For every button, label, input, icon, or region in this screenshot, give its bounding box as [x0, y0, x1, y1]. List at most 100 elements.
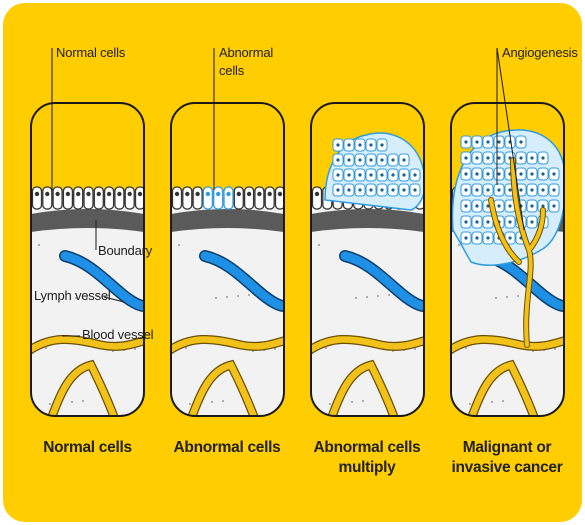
tumor-cell-nucleus	[464, 188, 467, 191]
tissue-dot	[215, 297, 217, 299]
angiogenesis-label: Angiogenesis	[502, 45, 578, 60]
cell-nucleus	[55, 192, 59, 196]
cell-nucleus	[107, 192, 111, 196]
tumor-cell-nucleus	[552, 204, 555, 207]
tumor-cell-nucleus	[541, 188, 544, 191]
tumor-cell-nucleus	[508, 188, 511, 191]
tissue-dot	[414, 348, 416, 350]
tumor-cell-nucleus	[486, 156, 489, 159]
tumor-cell-nucleus	[541, 156, 544, 159]
tissue-dot	[366, 296, 368, 298]
tumor-cell-nucleus	[369, 158, 372, 161]
cell-nucleus	[257, 192, 261, 196]
tumor-cell-nucleus	[358, 143, 361, 146]
panel-3-content	[307, 133, 439, 425]
cell-nucleus	[226, 192, 230, 196]
normal-cell	[115, 187, 124, 209]
panel-4-caption: Malignant or invasive cancer	[437, 438, 577, 478]
tumor-cell-nucleus	[497, 188, 500, 191]
tissue-dot	[134, 348, 136, 350]
cell-nucleus	[86, 192, 90, 196]
cell-nucleus	[237, 192, 241, 196]
abnormal-cells-label-line2: cells	[219, 63, 244, 78]
tumor-cell-nucleus	[391, 173, 394, 176]
tumor-cell-nucleus	[475, 204, 478, 207]
tissue-dot	[329, 403, 331, 405]
normal-cell	[105, 187, 114, 209]
cell-nucleus	[268, 192, 272, 196]
normal-cell	[53, 187, 62, 209]
blood-vessel-label: Blood vessel	[82, 327, 153, 342]
tissue-dot	[355, 297, 357, 299]
tumor-cell-nucleus	[358, 173, 361, 176]
tumor-cell-nucleus	[475, 220, 478, 223]
abnormal-cell	[214, 187, 223, 209]
tumor-cell-nucleus	[497, 156, 500, 159]
boundary-label: Boundary	[98, 243, 152, 258]
cell-nucleus	[216, 192, 220, 196]
abnormal-cell	[203, 187, 212, 209]
normal-cells-label: Normal cells	[56, 45, 125, 60]
tumor-cell-nucleus	[475, 156, 478, 159]
cell-nucleus	[35, 192, 39, 196]
normal-cell	[173, 187, 182, 209]
tumor-cell-nucleus	[391, 188, 394, 191]
tissue-dot	[189, 403, 191, 405]
panel-1-caption-line1: Normal cells	[20, 438, 155, 458]
tumor-cell-nucleus	[336, 143, 339, 146]
tumor-cell-nucleus	[413, 188, 416, 191]
cell-nucleus	[76, 192, 80, 196]
tumor-cell-nucleus	[358, 188, 361, 191]
tumor-cell-nucleus	[530, 156, 533, 159]
panel-3-caption: Abnormal cells multiply	[297, 438, 437, 478]
panel-4-caption-line1: Malignant or	[437, 438, 577, 458]
tumor-cell-nucleus	[369, 173, 372, 176]
normal-cell	[245, 187, 254, 209]
tissue-dot	[318, 244, 320, 246]
tumor-cell-nucleus	[530, 220, 533, 223]
normal-cell	[63, 187, 72, 209]
lymph-vessel-label: Lymph vessel	[34, 288, 111, 303]
tumor-cell-nucleus	[402, 188, 405, 191]
cell-nucleus	[45, 192, 49, 196]
normal-cell	[125, 187, 134, 209]
tumor-cell-nucleus	[369, 188, 372, 191]
cell-nucleus	[66, 192, 70, 196]
tumor-cell-nucleus	[519, 140, 522, 143]
tissue-dot	[82, 400, 84, 402]
normal-cell	[94, 187, 103, 209]
tumor-cell-nucleus	[402, 158, 405, 161]
normal-cell	[193, 187, 202, 209]
tissue-dot	[517, 295, 519, 297]
tumor-cell-nucleus	[380, 188, 383, 191]
tissue-dot	[248, 294, 250, 296]
tumor-cell-nucleus	[336, 188, 339, 191]
tissue-dot	[388, 294, 390, 296]
tumor-cell-nucleus	[486, 188, 489, 191]
tumor-cell-nucleus	[358, 158, 361, 161]
cell-nucleus	[247, 192, 251, 196]
normal-cell	[313, 187, 322, 209]
tissue-dot	[377, 295, 379, 297]
tumor-cell-nucleus	[508, 204, 511, 207]
tumor-cell-nucleus	[380, 173, 383, 176]
tissue-dot	[502, 400, 504, 402]
tissue-dot	[362, 400, 364, 402]
normal-cell	[33, 187, 42, 209]
cell-nucleus	[128, 192, 132, 196]
tumor-cell-nucleus	[464, 140, 467, 143]
cell-nucleus	[315, 192, 319, 196]
cell-nucleus	[185, 192, 189, 196]
panel-2-content	[167, 187, 299, 425]
tumor-cell-nucleus	[413, 173, 416, 176]
normal-cell	[84, 187, 93, 209]
tumor-cell-nucleus	[497, 204, 500, 207]
tumor-cell-nucleus	[541, 172, 544, 175]
tumor-cell-nucleus	[347, 143, 350, 146]
tissue-dot	[495, 297, 497, 299]
panel-2-caption-line1: Abnormal cells	[152, 438, 302, 458]
tumor-cell-nucleus	[464, 156, 467, 159]
tumor-cell-nucleus	[475, 236, 478, 239]
panel-4-content	[447, 130, 579, 425]
